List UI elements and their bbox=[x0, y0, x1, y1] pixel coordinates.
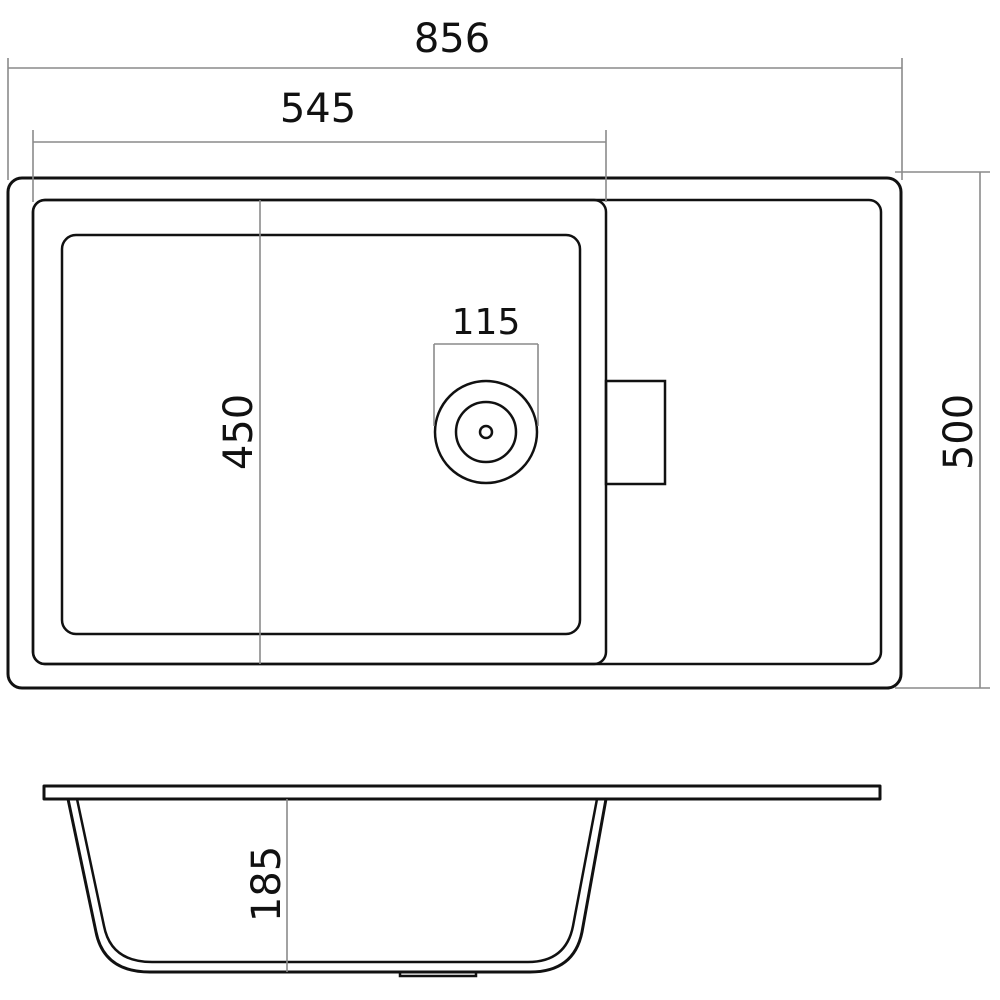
sink-outer-outline bbox=[6, 176, 903, 690]
dimension-label-bowl-length: 450 bbox=[216, 394, 262, 470]
overflow-slot bbox=[604, 379, 667, 486]
dimension-label-overall-width: 856 bbox=[414, 16, 490, 62]
dimension-overall-width: 856 bbox=[7, 16, 903, 180]
dimension-label-bowl-depth: 185 bbox=[244, 846, 290, 922]
sink-side-view bbox=[42, 784, 882, 978]
drain-outer-circle bbox=[433, 379, 539, 485]
dimension-label-drain-width: 115 bbox=[452, 302, 521, 343]
sink-deck-profile bbox=[42, 784, 882, 801]
drain-center-circle bbox=[478, 424, 494, 440]
drain-middle-circle bbox=[454, 400, 518, 464]
sink-top-view bbox=[6, 176, 903, 690]
bowl-basin-outline bbox=[60, 233, 582, 636]
dimension-label-overall-depth: 500 bbox=[936, 394, 982, 470]
dimension-bowl-depth: 185 bbox=[244, 799, 290, 972]
dimension-bowl-width: 545 bbox=[32, 86, 607, 202]
bowl-outer-profile bbox=[66, 798, 608, 974]
dimension-overall-depth: 500 bbox=[895, 171, 990, 689]
drain-outlet-profile bbox=[398, 970, 478, 978]
bowl-inner-profile bbox=[75, 798, 599, 964]
dimension-label-bowl-width: 545 bbox=[280, 86, 356, 132]
dimension-drain-width: 115 bbox=[433, 302, 539, 426]
bowl-rim-outline bbox=[31, 198, 608, 666]
dimension-bowl-length: 450 bbox=[216, 200, 262, 664]
